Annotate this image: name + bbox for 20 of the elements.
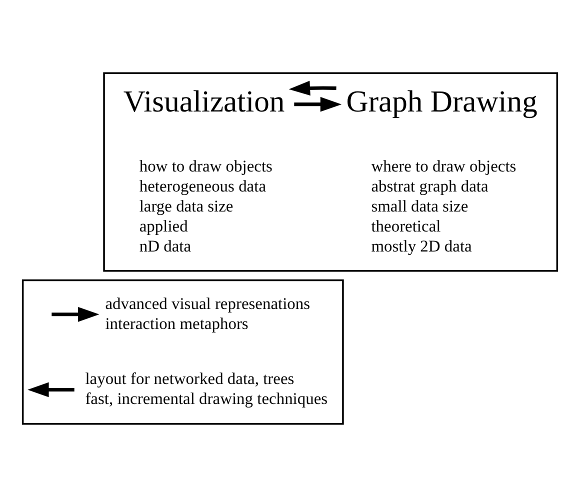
label: small data size — [371, 196, 468, 216]
label: applied — [139, 216, 188, 236]
arrow — [288, 80, 336, 96]
label: mostly 2D data — [371, 236, 472, 256]
label: where to draw objects — [371, 156, 516, 176]
label: large data size — [139, 196, 234, 216]
arrow — [294, 96, 342, 112]
label: heterogeneous data — [139, 176, 266, 196]
cluster — [103, 72, 558, 272]
label: nD data — [139, 236, 192, 256]
label: how to draw objects — [139, 156, 272, 176]
node-text: layout for networked data, trees fast, incremental drawing techniques — [85, 368, 328, 408]
node-text: advanced visual represenations interaction metaphors — [105, 293, 310, 332]
node-text: Visualization — [123, 84, 285, 118]
cluster — [22, 278, 344, 424]
label: theoretical — [371, 216, 441, 236]
node-text: Graph Drawing — [346, 84, 538, 118]
label: abstrat graph data — [371, 176, 488, 196]
arrow — [52, 306, 100, 322]
arrow — [28, 382, 74, 397]
